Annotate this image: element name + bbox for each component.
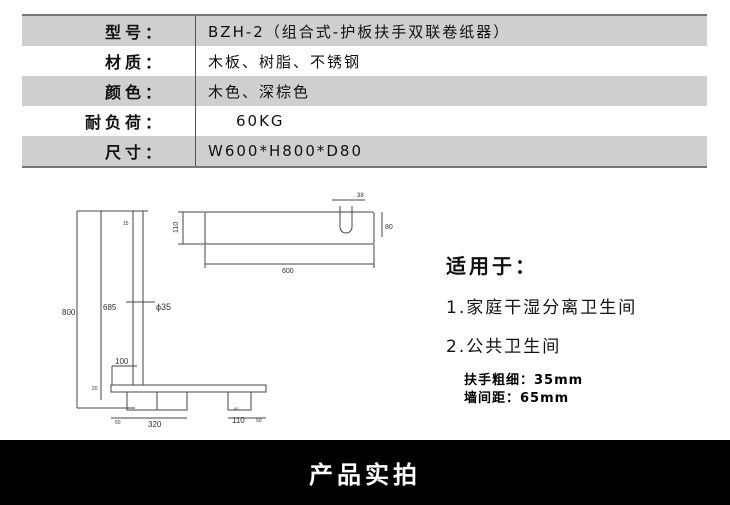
- spec-label: 颜色：: [22, 76, 196, 106]
- note-handle-diameter: 扶手粗细：35mm: [464, 373, 584, 388]
- notes: 扶手粗细：35mm 墙间距：65mm: [464, 372, 583, 408]
- spec-label: 材质：: [22, 46, 196, 76]
- dim-38: 38: [357, 193, 364, 199]
- spec-row-size: 尺寸： W600*H800*D80: [22, 136, 707, 166]
- dim-80-bracket: 80: [234, 406, 239, 411]
- spec-label: 型号：: [22, 16, 196, 46]
- spec-value: W600*H800*D80: [208, 142, 364, 160]
- spec-row-color: 颜色： 木色、深棕色: [22, 76, 707, 106]
- applicable-section: 适用于： 1.家庭干湿分离卫生间 2.公共卫生间: [446, 250, 637, 357]
- note-wall-distance: 墙间距：65mm: [464, 391, 570, 406]
- spec-label: 尺寸：: [22, 136, 196, 166]
- dim-15: 15: [123, 221, 129, 227]
- dim-600: 600: [282, 268, 294, 275]
- spec-label: 耐负荷：: [22, 106, 196, 136]
- spec-value: BZH-2（组合式-护板扶手双联卷纸器）: [208, 22, 511, 41]
- dim-35: ϕ35: [156, 302, 171, 312]
- dim-110-bottom: 110: [232, 416, 245, 425]
- dim-110: 110: [173, 222, 180, 233]
- dim-80: 80: [385, 224, 393, 231]
- dim-20: 20: [92, 386, 98, 392]
- dim-685: 685: [103, 303, 117, 312]
- dim-800: 800: [62, 308, 76, 317]
- spec-value: 木色、深棕色: [208, 82, 311, 101]
- applicable-item: 2.公共卫生间: [446, 337, 562, 357]
- dim-50-right: 50: [256, 418, 262, 424]
- spec-value: 60KG: [236, 112, 285, 130]
- spec-row-material: 材质： 木板、树脂、不锈钢: [22, 46, 707, 76]
- dimension-drawing: 800 685 ϕ35 15 100 20 50 320 110 50 80 3…: [62, 193, 393, 429]
- spec-value: 木板、树脂、不锈钢: [208, 52, 362, 71]
- spec-row-model: 型号： BZH-2（组合式-护板扶手双联卷纸器）: [22, 16, 707, 46]
- applicable-title: 适用于：: [446, 254, 538, 278]
- spec-table: 型号： BZH-2（组合式-护板扶手双联卷纸器） 材质： 木板、树脂、不锈钢 颜色：…: [22, 14, 707, 168]
- dim-320: 320: [148, 420, 162, 429]
- spec-row-load: 耐负荷： 60KG: [22, 106, 707, 136]
- applicable-item: 1.家庭干湿分离卫生间: [446, 298, 638, 318]
- dim-50-left: 50: [115, 420, 121, 426]
- dim-100: 100: [115, 357, 129, 366]
- product-photos-banner: 产品实拍: [0, 440, 730, 505]
